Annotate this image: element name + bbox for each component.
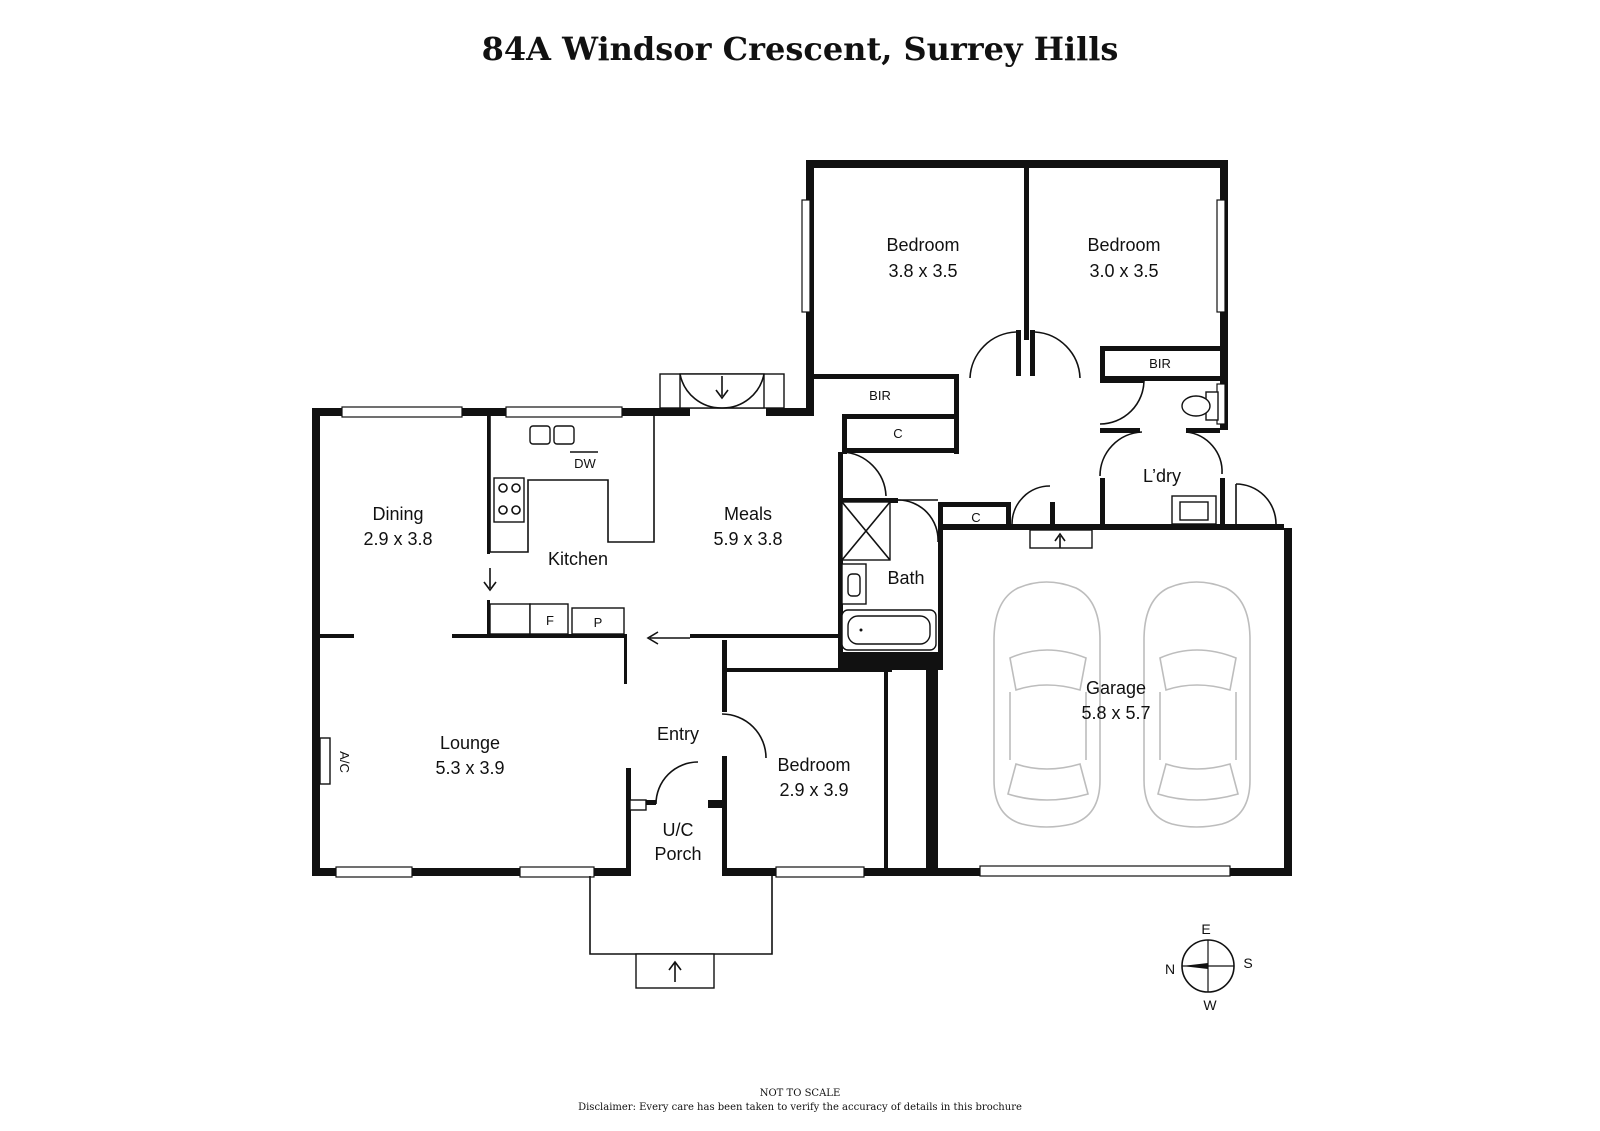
room-dining-name: Dining [372, 504, 423, 524]
room-bed3-size: 2.9 x 3.9 [779, 780, 848, 800]
laundry-fixtures [1029, 391, 1219, 549]
compass: E N S W [1165, 921, 1253, 1013]
room-laundry-name: L’dry [1143, 466, 1181, 486]
door-swings [655, 331, 1277, 805]
dishwasher-label: DW [574, 456, 596, 471]
room-bed1-name: Bedroom [886, 235, 959, 255]
kitchen-benches [483, 416, 690, 645]
room-meals-name: Meals [724, 504, 772, 524]
room-bath-name: Bath [887, 568, 924, 588]
room-meals-size: 5.9 x 3.8 [713, 529, 782, 549]
room-porch-name: U/C [663, 820, 694, 840]
room-lounge-name: Lounge [440, 733, 500, 753]
french-doors [659, 373, 785, 409]
air-conditioner-unit [319, 737, 331, 785]
room-bed2-size: 3.0 x 3.5 [1089, 261, 1158, 281]
room-garage-size: 5.8 x 5.7 [1081, 703, 1150, 723]
air-conditioner-label: A/C [337, 751, 352, 773]
windows [335, 199, 1231, 878]
cupboard-2-label: C [971, 510, 980, 525]
room-bed3-name: Bedroom [777, 755, 850, 775]
disclaimer: Disclaimer: Every care has been taken to… [578, 1102, 1022, 1113]
cupboard-1-label: C [893, 426, 902, 441]
room-kitchen-name: Kitchen [548, 549, 608, 569]
porch-steps [589, 799, 773, 989]
page-title: 84A Windsor Crescent, Surrey Hills [481, 30, 1119, 68]
bathroom-fixtures [841, 501, 937, 651]
room-bed2-name: Bedroom [1087, 235, 1160, 255]
garage-cars [993, 581, 1251, 828]
room-labels: Bedroom 3.8 x 3.5 Bedroom 3.0 x 3.5 Dini… [363, 235, 1181, 864]
pantry-label: P [594, 615, 603, 630]
fridge-label: F [546, 613, 554, 628]
scale-note: NOT TO SCALE [759, 1088, 841, 1099]
compass-south: S [1243, 955, 1252, 971]
interior-walls [320, 168, 1225, 876]
north-arrow-icon [1182, 963, 1208, 969]
compass-east: E [1201, 921, 1210, 937]
bir-1-label: BIR [869, 388, 891, 403]
compass-west: W [1203, 997, 1217, 1013]
room-garage-name: Garage [1086, 678, 1146, 698]
room-entry-name: Entry [657, 724, 699, 744]
bir-2-label: BIR [1149, 356, 1171, 371]
room-lounge-size: 5.3 x 3.9 [435, 758, 504, 778]
fixture-labels: BIR BIR C C DW F P A/C [337, 356, 1171, 773]
room-bed1-size: 3.8 x 3.5 [888, 261, 957, 281]
room-porch-size: Porch [654, 844, 701, 864]
room-dining-size: 2.9 x 3.8 [363, 529, 432, 549]
compass-north: N [1165, 961, 1175, 977]
